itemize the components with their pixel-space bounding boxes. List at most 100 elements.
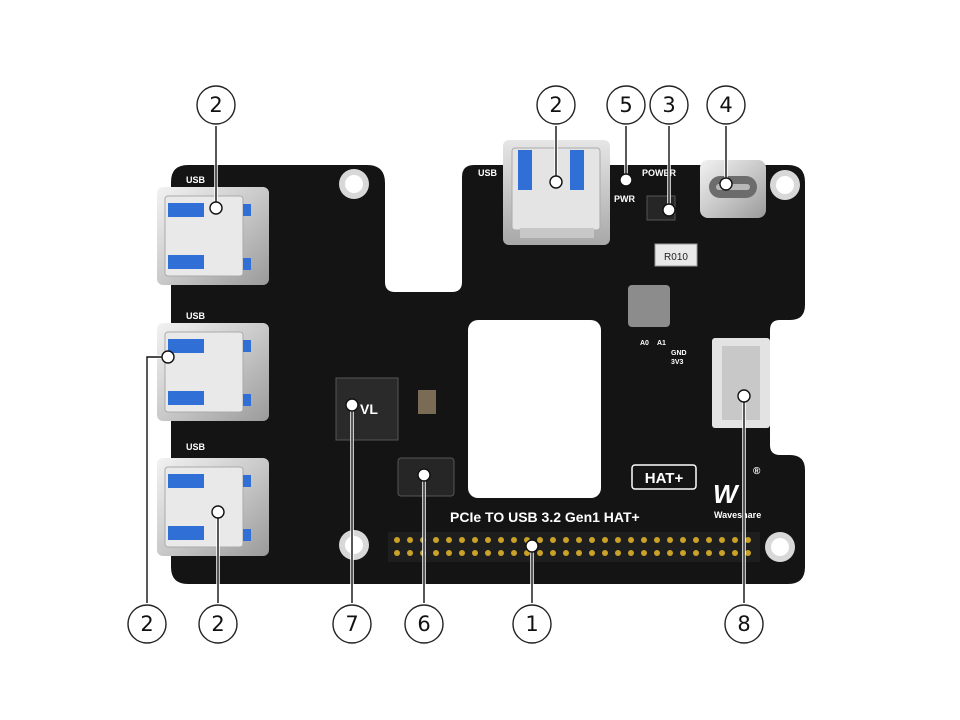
gpio-pin [472, 550, 478, 556]
callout-circle [536, 85, 576, 125]
usb-port-top-left [157, 187, 269, 285]
gpio-pin [706, 537, 712, 543]
gpio-pin [693, 550, 699, 556]
registered-mark: ® [753, 466, 761, 477]
callout-circle [127, 604, 167, 644]
gpio-pin [550, 537, 556, 543]
gpio-pin [511, 550, 517, 556]
callout-anchor-dot [619, 173, 633, 187]
callout-circle [724, 604, 764, 644]
callout-number: 1 [525, 612, 538, 636]
callout-4: 4 [706, 85, 746, 191]
gpio-pin [615, 550, 621, 556]
brand-logo: W ® Waveshare [713, 466, 761, 520]
callout-anchor-dot [209, 201, 223, 215]
callout-2: 2 [536, 85, 576, 189]
callout-circle [512, 604, 552, 644]
gpio-pin [667, 537, 673, 543]
gpio-pin [628, 550, 634, 556]
gpio-pin [459, 550, 465, 556]
callout-anchor-dot [345, 398, 359, 412]
usb-port-bottom-left [157, 458, 269, 556]
callout-number: 5 [619, 93, 632, 117]
gpio-pin [485, 550, 491, 556]
gpio-pin [485, 537, 491, 543]
gpio-pin [641, 537, 647, 543]
callout-6: 6 [404, 468, 444, 644]
usb-c-connector [700, 160, 766, 218]
callout-number: 2 [140, 612, 153, 636]
resistor-r010: R010 [654, 243, 698, 267]
usb-label-bottom-left: USB [186, 442, 206, 452]
callout-number: 3 [662, 93, 675, 117]
callout-number: 4 [719, 93, 732, 117]
callout-number: 6 [417, 612, 430, 636]
usb-label-middle-left: USB [186, 311, 206, 321]
gpio-pin [576, 537, 582, 543]
pwr-label: PWR [614, 194, 635, 204]
callout-8: 8 [724, 389, 764, 644]
gpio-pin [680, 550, 686, 556]
usb-label-top: USB [478, 168, 498, 178]
callout-circle [649, 85, 689, 125]
gpio-pin [654, 537, 660, 543]
gpio-pin [498, 550, 504, 556]
gpio-pin [680, 537, 686, 543]
gpio-pin [719, 537, 725, 543]
gpio-header [388, 532, 760, 562]
gpio-pin [446, 537, 452, 543]
gpio-pin [498, 537, 504, 543]
crystal [418, 390, 436, 414]
callout-anchor-dot [161, 350, 175, 364]
usb-port-middle-left [157, 323, 269, 421]
pin-a0-label: A0 [640, 340, 649, 347]
callout-anchor-dot [719, 177, 733, 191]
gpio-pin [446, 550, 452, 556]
gpio-pin [641, 550, 647, 556]
callout-2: 2 [196, 85, 236, 215]
callout-number: 7 [345, 612, 358, 636]
gpio-pin [433, 550, 439, 556]
gpio-pin [563, 537, 569, 543]
gpio-pin [407, 537, 413, 543]
callout-anchor-dot [525, 539, 539, 553]
gpio-pin [563, 550, 569, 556]
gpio-pin [537, 550, 543, 556]
hat-badge: HAT+ [631, 464, 697, 490]
ffc-connector [712, 338, 770, 428]
usb-label-top-left: USB [186, 175, 206, 185]
inductor [628, 285, 670, 327]
callout-circle [332, 604, 372, 644]
gpio-pin [745, 550, 751, 556]
callout-7: 7 [332, 398, 372, 644]
gpio-pin [433, 537, 439, 543]
resistor-code: R010 [664, 252, 688, 263]
gpio-pin [628, 537, 634, 543]
callout-circle [606, 85, 646, 125]
gpio-pin [602, 550, 608, 556]
gpio-pin [511, 537, 517, 543]
callout-circle [706, 85, 746, 125]
callout-anchor-dot [417, 468, 431, 482]
gpio-pin [394, 537, 400, 543]
hat-badge-text: HAT+ [645, 470, 684, 487]
gpio-pin [732, 537, 738, 543]
callout-anchor-dot [211, 505, 225, 519]
callout-anchor-dot [662, 203, 676, 217]
callout-number: 2 [209, 93, 222, 117]
gpio-pin [537, 537, 543, 543]
callout-leader [146, 356, 168, 603]
gpio-pin [459, 537, 465, 543]
gpio-pin [407, 550, 413, 556]
gpio-pin [394, 550, 400, 556]
callout-3: 3 [649, 85, 689, 217]
callout-anchor-dot [737, 389, 751, 403]
gpio-pin [602, 537, 608, 543]
callout-1: 1 [512, 539, 552, 644]
gpio-pin [589, 537, 595, 543]
gpio-pin [615, 537, 621, 543]
chip-mark: VL [360, 401, 378, 417]
callout-anchor-dot [549, 175, 563, 189]
